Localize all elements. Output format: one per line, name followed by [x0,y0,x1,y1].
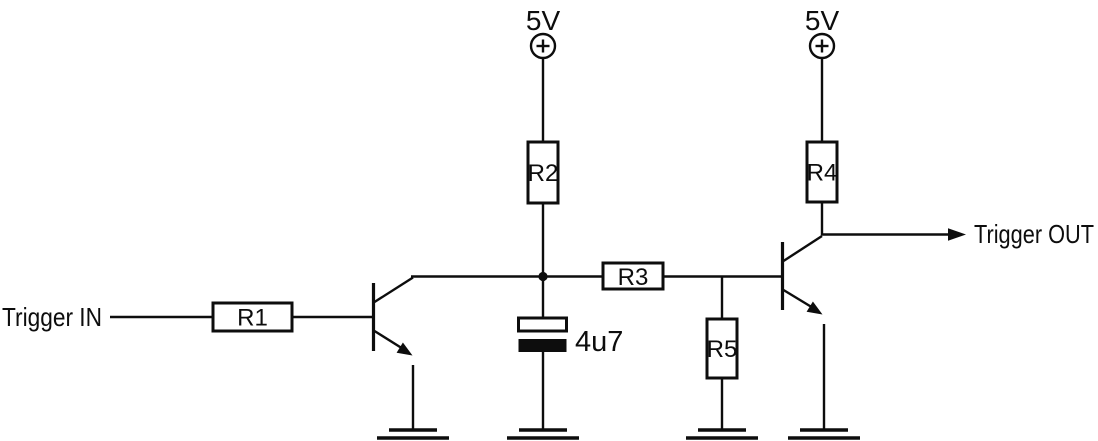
supply-voltage-label: 5V [526,5,561,36]
resistor-body [805,140,839,204]
transistor-q1-npn-icon [371,276,415,430]
ground-symbol-r5 [686,428,758,440]
resistor-r1: R1 [211,301,372,333]
q2-emitter-arrow-icon [806,301,823,315]
transistor-q2-npn-icon [780,234,826,430]
output-arrow-icon [948,228,966,241]
output-port: Trigger OUT [822,219,1094,249]
q2-collector-diagonal [782,234,823,263]
ground-symbol-q1 [377,428,449,440]
capacitor-bottom-plate [518,339,567,352]
input-port: Trigger IN [2,302,213,332]
q1-emitter-diagonal [373,329,405,351]
q2-emitter-diagonal [782,288,815,310]
plus-icon [536,39,550,53]
power-supply-right: 5V [805,5,840,142]
trigger-in-label: Trigger IN [2,302,102,332]
capacitor-value-label: 4u7 [575,326,623,358]
ground-symbol-q2 [788,428,860,440]
power-supply-left: 5V [526,5,561,142]
capacitor-top-plate [517,316,568,333]
trigger-out-label: Trigger OUT [974,219,1094,249]
resistor-ref-label: R2 [528,160,559,187]
resistor-r3: R3 [601,261,781,291]
ground-symbol-cap [507,428,579,440]
capacitor-c1: 4u7 [517,277,623,430]
resistor-r2: R2 [526,140,560,277]
q1-emitter-arrow-icon [396,342,413,356]
resistor-ref-label: R4 [807,160,838,187]
resistor-ref-label: R3 [618,264,649,291]
plus-icon [815,39,829,53]
resistor-r4: R4 [805,140,839,236]
supply-voltage-label: 5V [805,5,840,36]
resistor-ref-label: R5 [707,336,738,363]
resistor-r5: R5 [705,276,739,430]
q1-collector-diagonal [373,276,414,304]
resistor-ref-label: R1 [237,305,268,332]
